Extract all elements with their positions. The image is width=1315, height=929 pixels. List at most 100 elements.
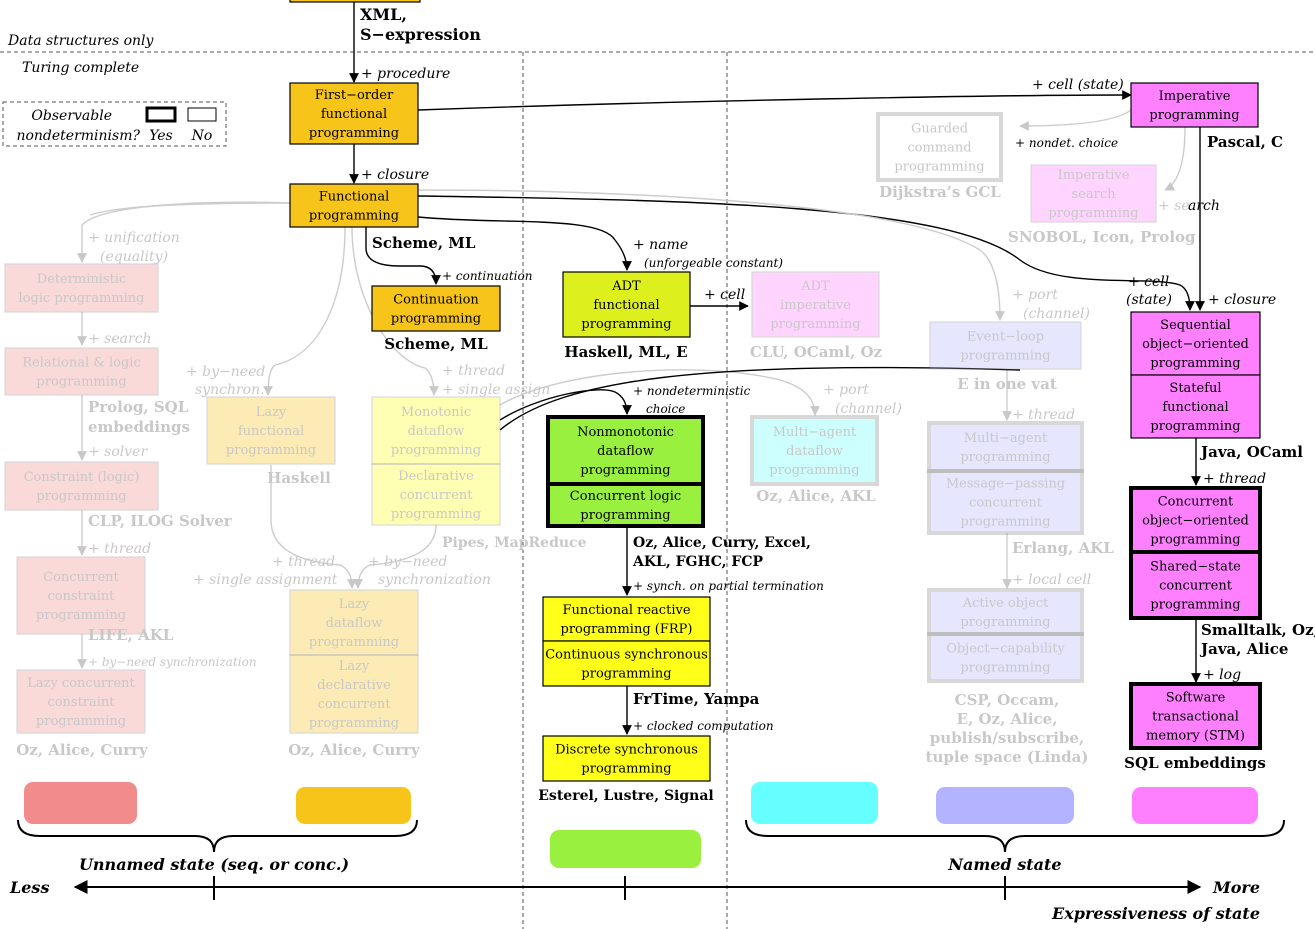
edge-labels-text: + single assign xyxy=(442,382,550,398)
edge-labels-text: + by−need xyxy=(186,364,265,380)
box-label: Lazy xyxy=(256,405,287,420)
languages-text: LIFE, AKL xyxy=(88,626,174,644)
languages-text: Pascal, C xyxy=(1207,133,1283,151)
languages-text: embeddings xyxy=(88,418,190,436)
box-label: programming xyxy=(581,762,671,777)
box-label: transactional xyxy=(1152,710,1239,725)
edge-labels-text: + solver xyxy=(88,444,148,460)
box-label: Lazy xyxy=(339,597,370,612)
box-label: Stateful xyxy=(1169,381,1221,396)
edge-labels-text: + by−need synchronization xyxy=(88,655,257,669)
box-concurrent-logic-frame xyxy=(546,482,705,528)
edge-labels-text: + thread xyxy=(1203,471,1266,487)
box-continuation-frame xyxy=(371,285,501,332)
edge-labels-text: + cell (state) xyxy=(1032,77,1124,93)
box-object-capability-frame xyxy=(927,632,1084,683)
header-text: XML, xyxy=(360,5,407,24)
box-label: dataflow xyxy=(786,444,843,459)
box-label: programming xyxy=(960,349,1050,364)
box-label: Concurrent xyxy=(43,570,119,585)
edge-labels-text: synchron. xyxy=(195,382,265,398)
edge-labels-text: arch xyxy=(1188,198,1220,214)
edge-labels-text: + clocked computation xyxy=(633,719,774,733)
languages-text: Esterel, Lustre, Signal xyxy=(538,788,713,804)
box-label: Multi−agent xyxy=(773,425,857,440)
edge-labels-text: + thread xyxy=(272,554,335,570)
box-label: dataflow xyxy=(326,616,383,631)
box-label: concurrent xyxy=(969,496,1043,511)
languages-text: Smalltalk, Oz, xyxy=(1201,621,1315,639)
box-active-object-frame xyxy=(927,588,1084,636)
box-stm-frame xyxy=(1129,682,1262,750)
box-declarative-concurrent-frame xyxy=(371,463,501,526)
box-label: Software xyxy=(1166,691,1226,706)
edge-labels-text: (unforgeable constant) xyxy=(644,256,783,270)
legend-text: Observable xyxy=(31,108,112,124)
box-multi-agent-dataflow: Multi−agent dataflow programming xyxy=(750,415,879,486)
header-text: S−expression xyxy=(360,25,481,44)
header-text: Turing complete xyxy=(22,60,139,76)
box-label: concurrent xyxy=(318,697,392,712)
box-label: Sequential xyxy=(1160,318,1231,333)
edge-labels-text: + thread xyxy=(88,541,151,557)
box-discrete-sync-frame xyxy=(542,735,711,782)
edge-labels-text: + thread xyxy=(442,363,505,379)
box-label: programming xyxy=(1048,206,1138,221)
box-label: Concurrent logic xyxy=(570,489,681,504)
badge-logic xyxy=(24,782,137,824)
languages-text: Scheme, ML xyxy=(384,335,488,353)
box-label: Declarative xyxy=(398,469,474,484)
edge-labels-text: + nondeterministic xyxy=(633,384,751,398)
axis-text: More xyxy=(1212,878,1260,897)
box-stateful-functional-frame xyxy=(1130,374,1261,439)
languages-text: CLP, ILOG Solver xyxy=(88,512,233,530)
box-label: Lazy xyxy=(339,659,370,674)
box-label: search xyxy=(1072,187,1117,202)
box-label: Lazy concurrent xyxy=(27,676,135,691)
box-label: memory (STM) xyxy=(1146,729,1245,744)
axis-text: Less xyxy=(9,878,49,897)
edge-labels-text: + cell xyxy=(704,287,745,303)
edge-labels-text: + closure xyxy=(361,167,429,183)
box-label: programming xyxy=(1150,356,1240,371)
edge-labels-text: + unification xyxy=(88,230,180,246)
badge-functional xyxy=(296,787,411,824)
edge-labels-text: + closure xyxy=(1208,292,1276,308)
box-concurrent-constraint-frame xyxy=(16,556,146,635)
box-label: programming xyxy=(580,508,670,523)
box-label: Guarded xyxy=(911,122,968,137)
languages-text: CSP, Occam, xyxy=(955,691,1060,709)
edge-labels-text: + synch. on partial termination xyxy=(633,579,824,593)
edge-labels-text: + procedure xyxy=(361,66,450,82)
box-deterministic-logic-frame xyxy=(4,263,159,313)
edge-labels-text: (state) xyxy=(1126,292,1172,308)
languages-text: Erlang, AKL xyxy=(1012,539,1114,557)
edges xyxy=(77,2,1205,735)
axis-text: Named state xyxy=(947,855,1061,874)
box-label: Monotonic xyxy=(401,405,471,420)
box-label: imperative xyxy=(780,298,851,313)
box-label: functional xyxy=(321,107,387,122)
box-event-loop-frame xyxy=(929,321,1082,370)
edge-labels-text: + continuation xyxy=(442,269,532,283)
languages-text: SNOBOL, Icon, Prolog xyxy=(1008,228,1196,246)
languages-text: Prolog, SQL xyxy=(88,398,189,416)
box-label: programming xyxy=(769,463,859,478)
box-label: programming xyxy=(960,450,1050,465)
box-frp-frame xyxy=(542,596,711,642)
badge-nondet xyxy=(550,830,701,868)
